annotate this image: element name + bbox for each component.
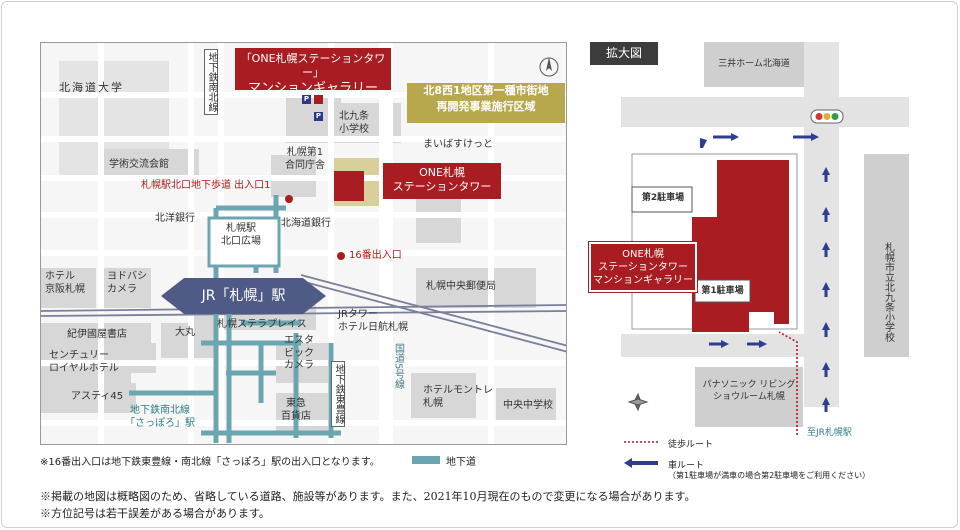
parking1-label: 第1駐車場 [701, 286, 744, 296]
parking-icon: P [302, 95, 311, 104]
tokyu-line1: 東急 [286, 398, 306, 409]
kita9jo-elementary-label: 札幌市立北九条小学校 [882, 242, 894, 342]
kita9jo-school-line2: 小学校 [339, 123, 369, 135]
zoom-map: 三井ホーム北海道 第2駐車場 第1駐車場 ONE札幌 ステーションタワー マンシ… [588, 42, 917, 438]
godochousha-line1: 札幌第1 [286, 147, 324, 158]
daimaru-label: 大丸 [175, 327, 195, 338]
footnote-1: ※掲載の地図は概略図のため、省略している道路、施設等があります。また、2021年… [40, 490, 696, 503]
zoom-gallery-line3: マンションギャラリー [593, 275, 693, 286]
parking2-label: 第2駐車場 [641, 193, 685, 203]
godochousha-line2: 合同庁舎 [285, 159, 325, 171]
chuo-jhs-label: 中央中学校 [503, 400, 553, 411]
yodobashi-line1: ヨドバシ [107, 271, 147, 282]
jr-tower-line2: ホテル日航札幌 [338, 321, 408, 333]
asty45-label: アスティ45 [71, 391, 124, 402]
century-line2: ロイヤルホテル [49, 362, 119, 374]
kitaguchi-line1: 札幌駅 [226, 223, 256, 234]
gallery-title-line2: マンションギャラリー [247, 80, 378, 96]
kinokuniya-label: 紀伊國屋書店 [67, 329, 127, 340]
underground-swatch [412, 456, 440, 464]
kitaguchi-line2: 北口広場 [221, 235, 261, 247]
hotel-keihan-line2: 京阪札幌 [45, 283, 85, 295]
hotel-keihan-line1: ホテル [45, 271, 75, 282]
gallery-title-line1: 「ONE札幌ステーションタワー」 [240, 52, 386, 80]
north-exit-label: 札幌駅北口地下歩道 出入口1 [141, 180, 271, 191]
legend-car-note: （第1駐車場が満車の場合第2駐車場をご利用ください） [668, 471, 871, 480]
parking-icon: P [314, 112, 323, 121]
jr-tower-label: JRタワー ホテル日航札幌 [338, 309, 408, 334]
esta-bic-label: エスタ ビック カメラ [284, 335, 314, 373]
zoom-gallery-line2: ステーションタワー [598, 262, 688, 273]
namboku-line1: 地下鉄南北線 [130, 405, 190, 416]
route5-label: 国道5号線 [392, 343, 404, 390]
zoom-gallery-callout: ONE札幌 ステーションタワー マンションギャラリー [588, 241, 698, 293]
hokkaido-bank-label: 北海道銀行 [281, 218, 331, 229]
yodobashi-line2: カメラ [107, 283, 137, 295]
underground-legend-label: 地下道 [446, 457, 476, 468]
kita9jo-school-label: 北九条 小学校 [339, 111, 369, 136]
gakushu-kouryu-label: 学術交流会館 [109, 159, 169, 170]
tower-site-marker [334, 171, 364, 201]
namboku-line2: 「さっぽろ」駅 [125, 417, 195, 429]
hokkaido-university-label: 北海道大学 [59, 81, 124, 94]
to-jr-sapporo-label: 至JR札幌駅 [807, 428, 852, 438]
tower-line2: ステーションタワー [392, 180, 492, 194]
monterey-line2: 札幌 [423, 397, 443, 409]
gallery-callout: 「ONE札幌ステーションタワー」 マンションギャラリー [235, 48, 391, 96]
kita9jo-school-line1: 北九条 [339, 111, 369, 122]
godochousha-label: 札幌第1 合同庁舎 [285, 147, 325, 172]
tokyu-label: 東急 百貨店 [281, 398, 311, 423]
legend-walk-label: 徒歩ルート [668, 440, 714, 450]
century-royal-label: センチュリー ロイヤルホテル [49, 350, 119, 375]
esta-line1: エスタ [284, 335, 314, 346]
footnote-2: ※方位記号は若干誤差がある場合があります。 [40, 507, 270, 520]
legend-swatches [624, 441, 658, 468]
redev-line1: 北8西1地区第一種市街地 [423, 84, 549, 97]
monterey-line1: ホテルモントレ [423, 385, 493, 396]
subway-toho-vertical-label: 地下鉄東豊線 [331, 361, 345, 427]
namboku-sapporo-label: 地下鉄南北線 「さっぽろ」駅 [125, 405, 195, 430]
exit16-label: 16番出入口 [349, 250, 402, 261]
redevelopment-area-callout: 北8西1地区第一種市街地 再開発事業施行区域 [407, 83, 565, 123]
zoom-gallery-line1: ONE札幌 [622, 249, 664, 260]
central-post-office-label: 札幌中央郵便局 [426, 281, 496, 292]
jr-tower-line1: JRタワー [338, 309, 378, 320]
century-line1: センチュリー [49, 350, 109, 361]
hotel-monterey-label: ホテルモントレ 札幌 [423, 385, 493, 410]
kitaguchi-plaza-label: 札幌駅 北口広場 [221, 223, 261, 248]
zoom-map-title: 拡大図 [590, 42, 658, 65]
jr-sapporo-station-label: JR「札幌」駅 [161, 278, 326, 314]
maibasuketto-label: まいばすけっと [423, 139, 493, 150]
tower-line1: ONE札幌 [419, 166, 465, 179]
tokyu-line2: 百貨店 [281, 410, 311, 422]
esta-line2: ビック [284, 347, 314, 359]
tower-callout: ONE札幌 ステーションタワー [383, 163, 501, 199]
mitsui-home-label: 三井ホーム北海道 [718, 59, 790, 69]
hokuyo-bank-label: 北洋銀行 [155, 213, 195, 224]
redev-line2: 再開発事業施行区域 [436, 99, 536, 113]
panasonic-showroom-label: パナソニック リビング ショウルーム札幌 [695, 379, 803, 403]
panasonic-line1: パナソニック リビング [702, 380, 796, 390]
esta-line3: カメラ [284, 360, 314, 371]
area-map: 地下鉄南北線 地下鉄東豊線 北海道大学 「ONE札幌ステーションタワー」 マンシ… [40, 42, 567, 445]
panasonic-line2: ショウルーム札幌 [713, 392, 785, 403]
hotel-keihan-label: ホテル 京阪札幌 [45, 271, 85, 296]
legend-car-label: 車ルート [668, 461, 705, 471]
yodobashi-label: ヨドバシ カメラ [107, 271, 147, 296]
stellar-place-label: 札幌ステラプレイス [217, 319, 307, 330]
subway-namboku-vertical-label: 地下鉄南北線 [204, 49, 218, 115]
exit16-note: ※16番出入口は地下鉄東豊線・南北線「さっぽろ」駅の出入口となります。 [40, 457, 380, 468]
gallery-marker [314, 95, 323, 104]
zoom-map-drawing [621, 42, 909, 435]
